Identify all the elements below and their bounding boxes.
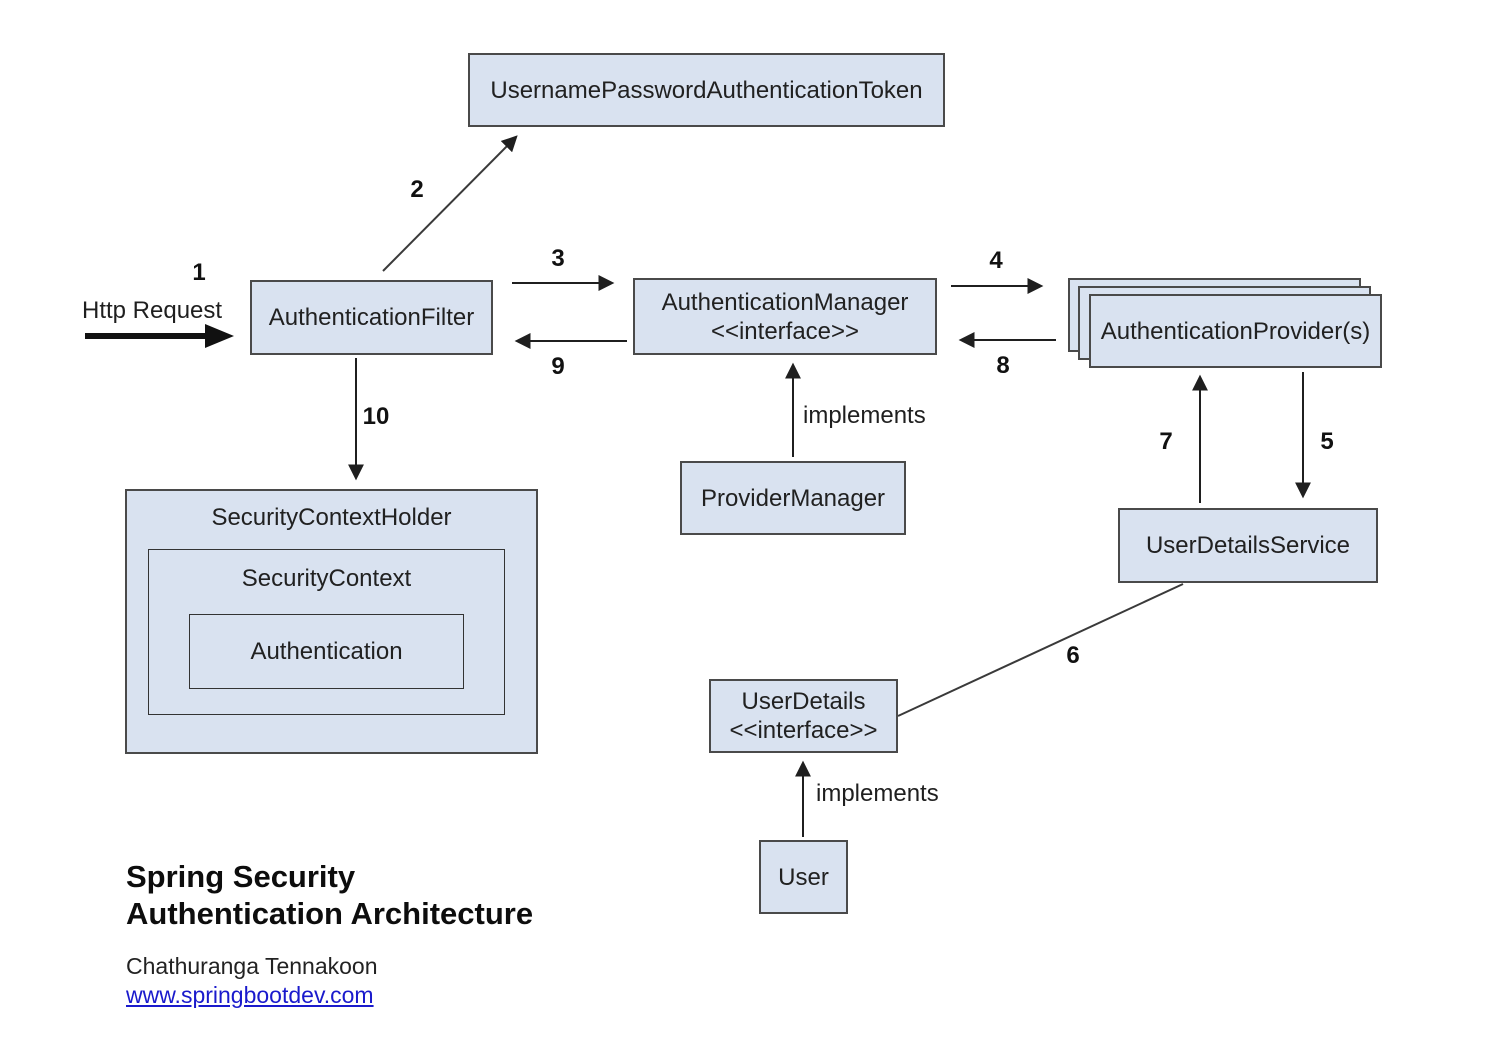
website-link[interactable]: www.springbootdev.com [126,982,374,1008]
node-stereotype: <<interface>> [729,717,878,744]
node-label: AuthenticationFilter [268,304,475,331]
node-authentication-providers: AuthenticationProvider(s) [1089,294,1382,368]
node-security-context: SecurityContext Authentication [148,549,505,715]
diagram-title-line2: Authentication Architecture [126,896,534,931]
edge-label-6: 6 [1066,642,1080,669]
node-label: UserDetails [741,688,866,715]
author-name: Chathuranga Tennakoon [126,953,378,979]
node-label: UserDetailsService [1145,532,1351,559]
node-label: AuthenticationManager [661,288,909,316]
node-security-context-holder: SecurityContextHolder SecurityContext Au… [125,489,538,754]
line-step-6 [897,583,1184,717]
implements-label-user: implements [816,780,939,807]
edge-label-9: 9 [551,353,565,380]
edge-label-1: 1 [192,259,206,286]
edge-label-3: 3 [551,245,565,272]
node-label: SecurityContextHolder [211,504,452,531]
node-authentication-filter: AuthenticationFilter [250,280,493,355]
node-label: UsernamePasswordAuthenticationToken [490,76,923,104]
node-stereotype: <<interface>> [710,317,860,345]
arrow-step-1 [85,324,234,348]
node-label: Authentication [250,638,403,665]
node-label: AuthenticationProvider(s) [1100,317,1371,345]
arrow-step-2 [382,135,518,272]
edge-label-2: 2 [410,176,424,203]
node-username-password-authentication-token: UsernamePasswordAuthenticationToken [468,53,945,127]
http-request-label: Http Request [82,297,223,324]
node-user: User [759,840,848,914]
node-label: User [778,863,829,891]
edge-label-4: 4 [989,247,1003,274]
diagram-title: Spring Security Authentication Architect… [126,858,533,932]
edge-label-5: 5 [1320,428,1334,455]
diagram-title-line1: Spring Security [126,859,356,894]
node-label: ProviderManager [700,484,886,512]
node-label: SecurityContext [241,565,412,592]
node-user-details: UserDetails <<interface>> [709,679,898,753]
edge-label-10: 10 [362,403,390,430]
implements-label-provider-manager: implements [803,402,926,429]
node-authentication: Authentication [189,614,464,689]
node-authentication-manager: AuthenticationManager <<interface>> [633,278,937,355]
node-provider-manager: ProviderManager [680,461,906,535]
edge-label-8: 8 [996,352,1010,379]
edge-label-7: 7 [1159,428,1173,455]
node-user-details-service: UserDetailsService [1118,508,1378,583]
